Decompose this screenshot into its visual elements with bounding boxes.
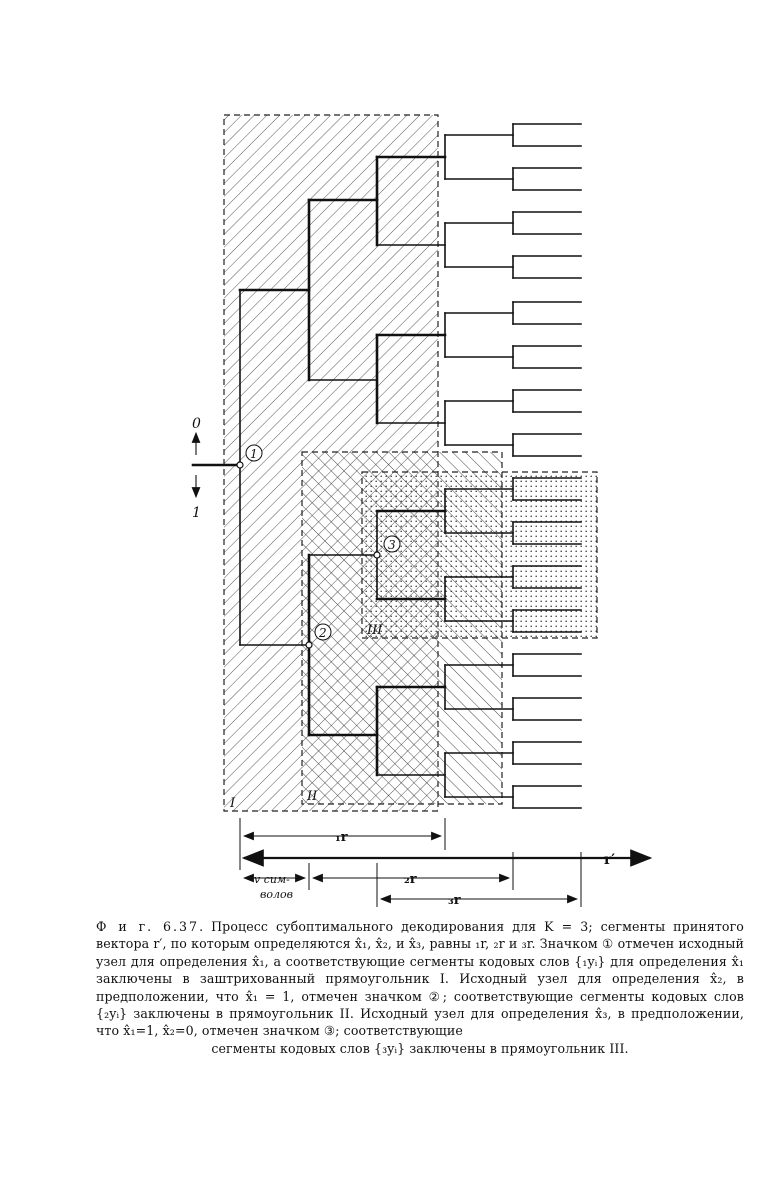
region-II-label: II [306,789,318,804]
dimension-lines [239,818,653,907]
region-I-label: I [229,796,236,811]
region-III [361,471,598,639]
v-symbols-label-line1: v сим- [254,873,290,886]
direction-up-label: 0 [192,416,201,432]
node-2-label: 2 [318,626,327,640]
node-1: 1 [236,444,263,469]
direction-down-label: 1 [192,505,201,521]
region-III-label: III [366,623,383,638]
seg3-label: ₃r [448,893,461,908]
caption-label: Ф и г. 6.37. [96,919,206,934]
vector-label: r′ [604,852,615,868]
seg1-label: ₁r [335,830,348,845]
node-1-label: 1 [250,447,258,461]
node-3-label: 3 [388,538,396,552]
seg2-label: ₂r [404,872,417,887]
figure-caption: Ф и г. 6.37.Процесс субоптимального деко… [96,918,744,1057]
v-symbols-label-line2: волов [260,888,293,901]
caption-text: Процесс субоптимального декодирования дл… [96,919,744,1039]
direction-indicator: 0 1 [191,416,201,521]
decoding-tree [191,123,582,809]
node-3: 3 [373,535,401,559]
caption-last-line: сегменты кодовых слов {₃yᵢ} заключены в … [211,1040,629,1056]
decoding-tree-figure: 0 1 1 2 3 I II III ₁r r′ v сим- волов ₂r [191,114,653,908]
node-2: 2 [305,623,332,649]
